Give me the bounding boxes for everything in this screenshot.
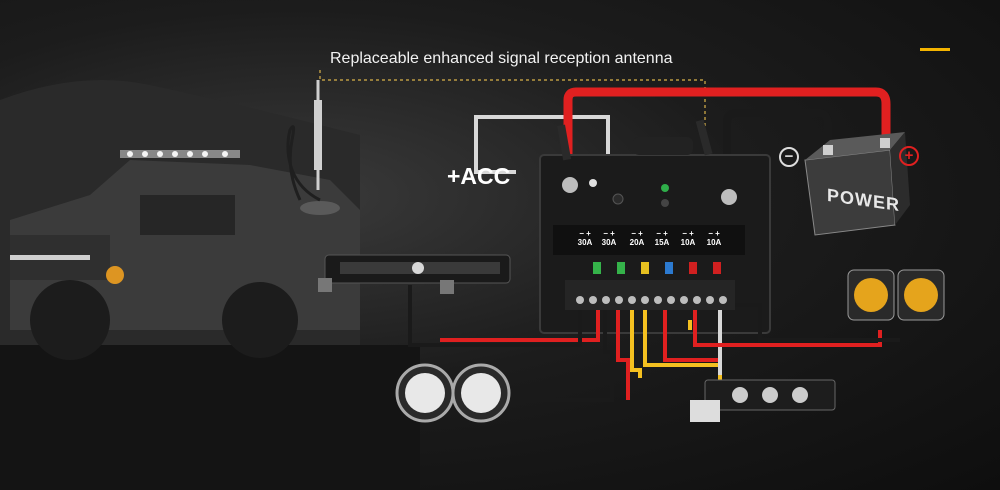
fuse-polarity: − + xyxy=(631,229,643,238)
battery xyxy=(804,132,910,236)
fuse-polarity: − + xyxy=(708,229,720,238)
truck-image xyxy=(10,150,360,360)
accent-line xyxy=(920,48,950,51)
magnetic-antenna xyxy=(286,80,340,215)
blade-fuse-row xyxy=(593,262,721,274)
acc-label: +ACC xyxy=(447,163,511,189)
fuse-rating: 15A xyxy=(654,238,670,247)
positive-power-cable xyxy=(563,87,891,185)
fuse-rating: 30A xyxy=(577,238,593,247)
positive-terminal-sign: + xyxy=(899,146,919,166)
ground-cable xyxy=(723,109,832,195)
round-spot-lights xyxy=(395,363,511,423)
compact-light-bar xyxy=(690,379,836,422)
positive-terminal xyxy=(562,177,578,193)
terminal-screw-row xyxy=(576,296,727,304)
relay-control-box xyxy=(539,119,771,334)
output-wires xyxy=(408,285,900,402)
fuse-polarity: − + xyxy=(603,229,615,238)
fuse-polarity: − + xyxy=(656,229,668,238)
amber-pod-lights xyxy=(847,269,945,321)
fuse-polarity: − + xyxy=(579,229,591,238)
negative-terminal xyxy=(721,189,737,205)
antenna-caption: Replaceable enhanced signal reception an… xyxy=(330,50,673,67)
fuse-rating: 20A xyxy=(629,238,645,247)
fuse-rating: 10A xyxy=(680,238,696,247)
fuse-rating: 30A xyxy=(601,238,617,247)
fuse-rating: 10A xyxy=(706,238,722,247)
negative-terminal-sign: − xyxy=(779,147,799,167)
fuse-polarity: − + xyxy=(682,229,694,238)
led-light-bar xyxy=(318,254,511,294)
antenna-leader-line xyxy=(319,70,706,135)
ground xyxy=(0,345,420,490)
